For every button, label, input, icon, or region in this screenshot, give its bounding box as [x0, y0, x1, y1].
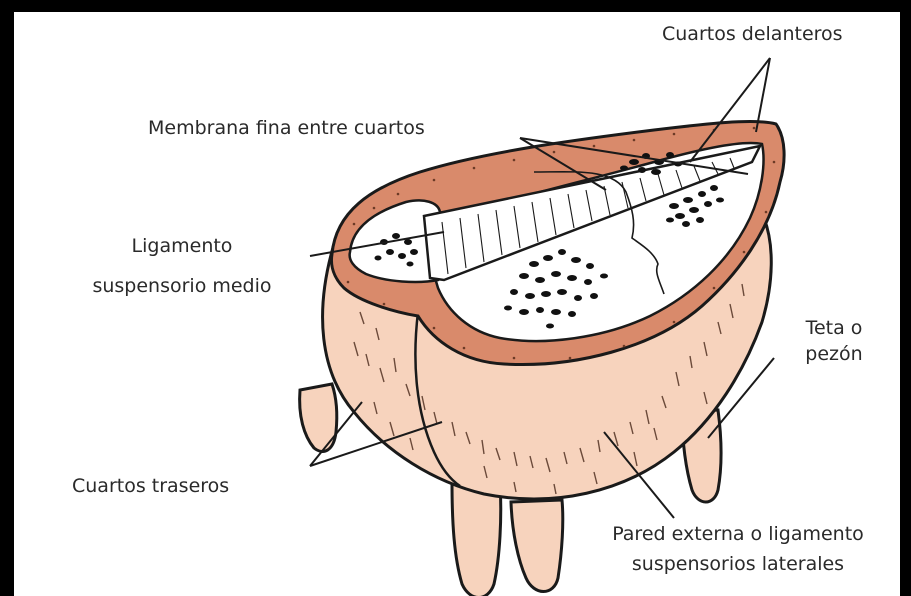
label-ligament-line2: suspensorio medio	[82, 274, 282, 299]
diagram-panel: Cuartos delanteros Membrana fina entre c…	[14, 12, 900, 596]
udder-cross-section-illustration	[14, 12, 900, 596]
label-outer-wall-line2: suspensorios laterales	[588, 552, 888, 577]
teat-rear-right	[511, 500, 563, 592]
label-ligament-line1: Ligamento	[82, 234, 282, 259]
label-outer-wall-line1: Pared externa o ligamento	[588, 522, 888, 547]
label-teat-line1: Teta o	[784, 316, 884, 341]
label-membrane: Membrana fina entre cuartos	[148, 116, 425, 141]
label-front-quarters: Cuartos delanteros	[662, 22, 843, 47]
label-teat-line2: pezón	[784, 342, 884, 367]
label-rear-quarters: Cuartos traseros	[72, 474, 229, 499]
teat-rear-left	[452, 482, 501, 596]
